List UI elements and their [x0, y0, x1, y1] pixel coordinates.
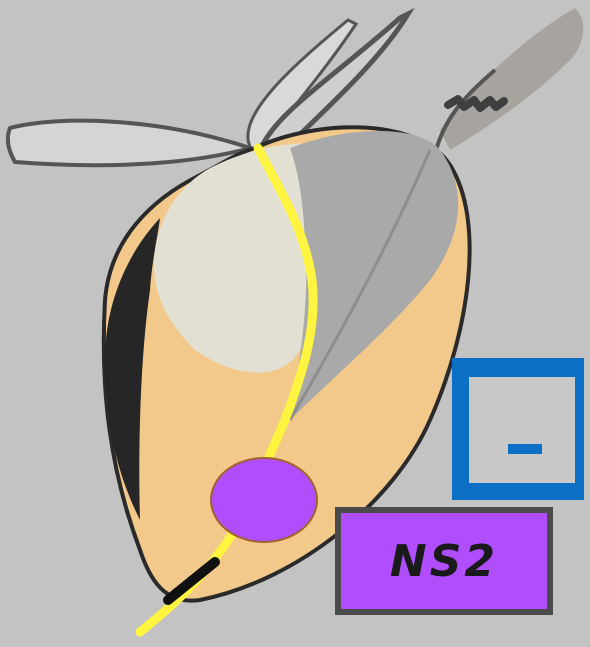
- top-right-feather: [436, 8, 583, 150]
- ns2-label-box: NS2: [338, 510, 550, 612]
- node-marker: [211, 458, 317, 542]
- ns2-label-text: NS2: [390, 536, 498, 587]
- blue-minus-box: [452, 358, 584, 500]
- minus-symbol: [508, 444, 542, 454]
